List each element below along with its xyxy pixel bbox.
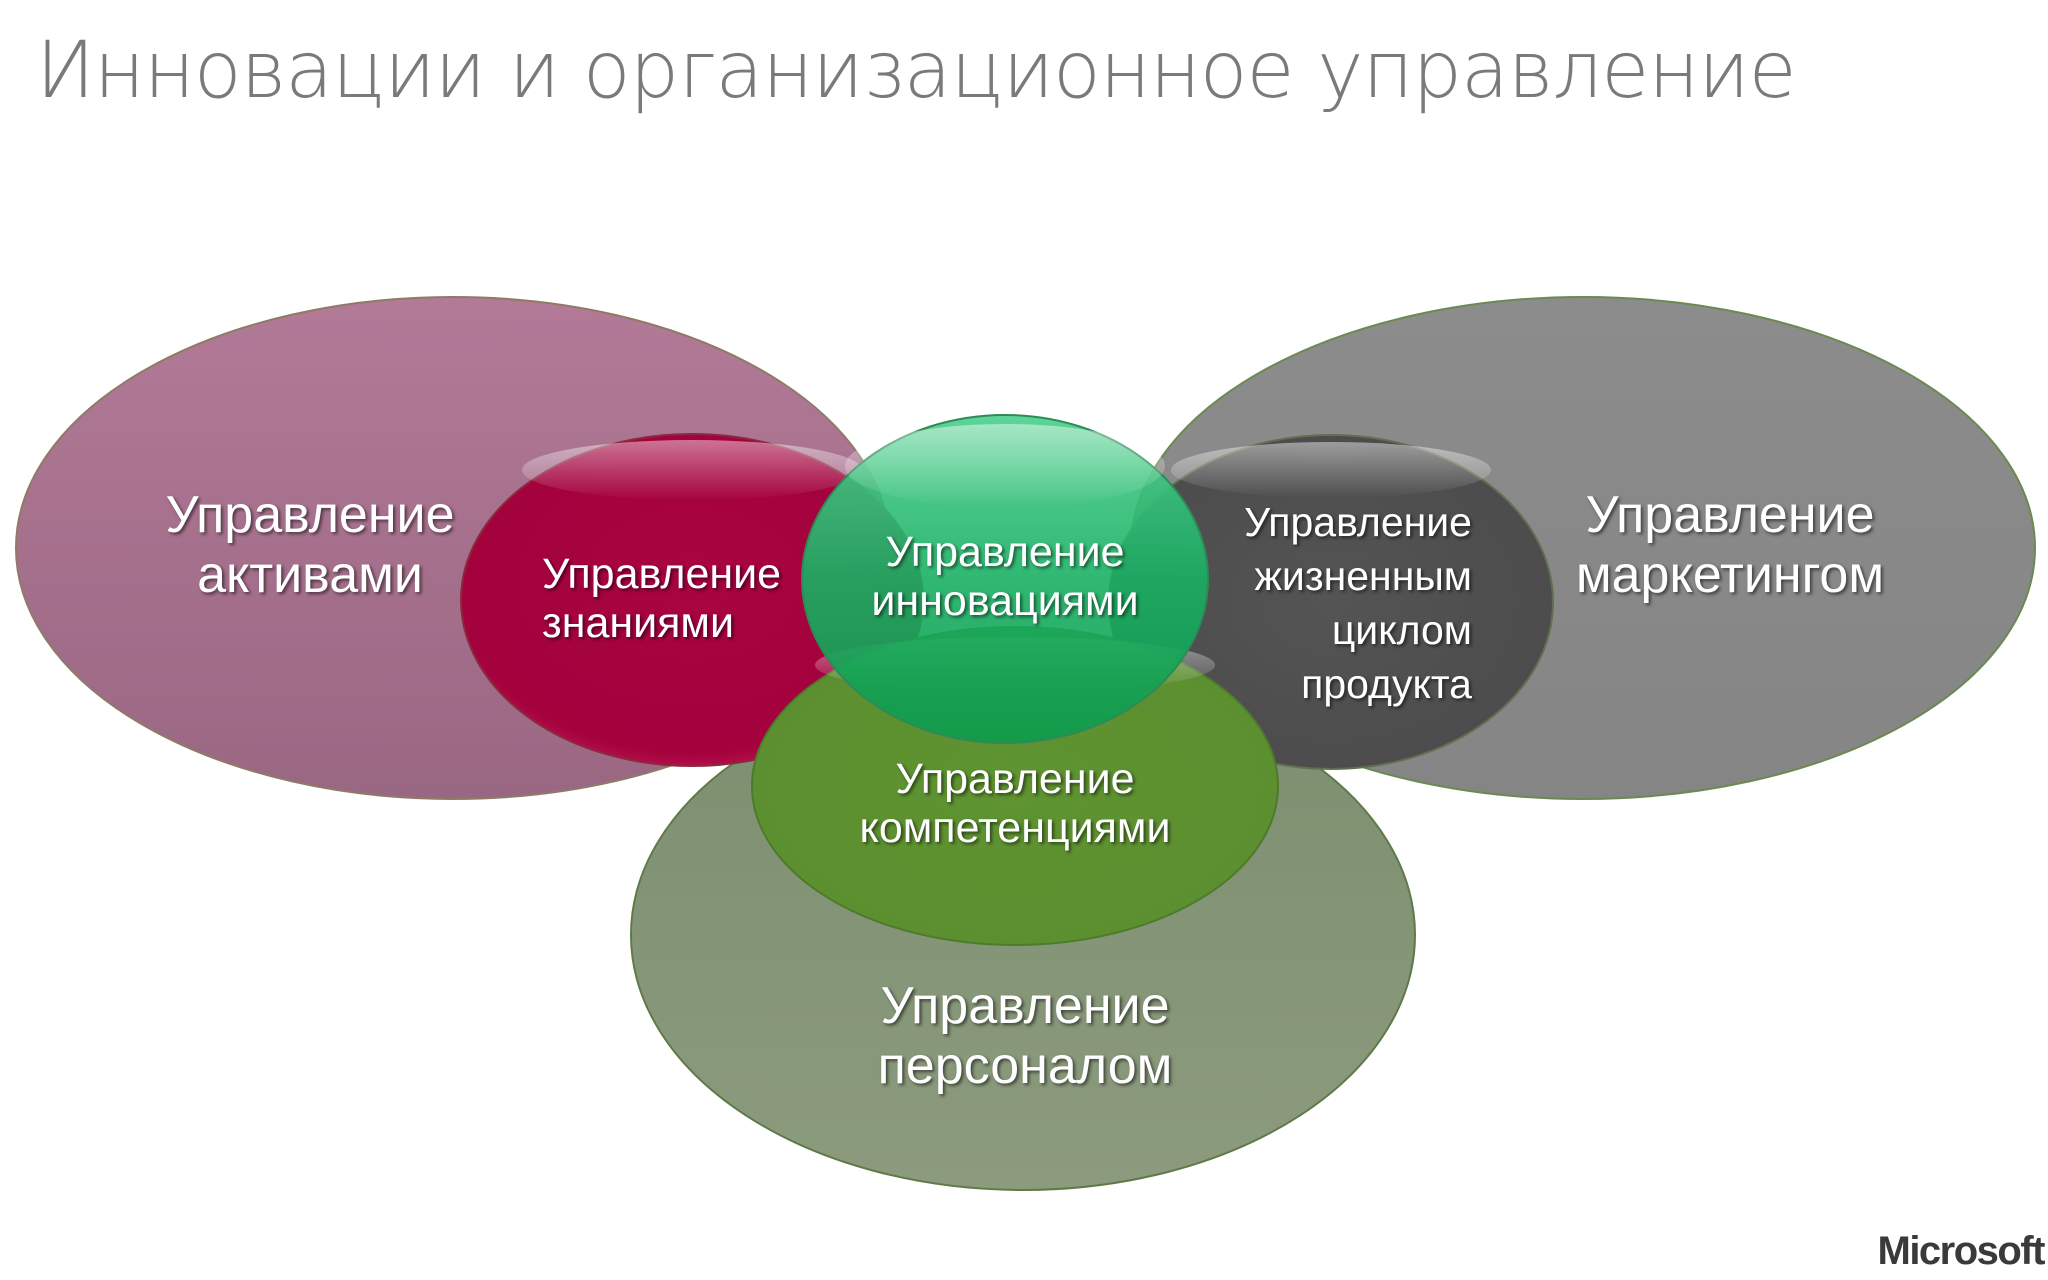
innovation-gloss-icon xyxy=(845,424,1165,508)
innovation-label-line2: инновациями xyxy=(871,577,1139,626)
marketing-label-line1: Управление xyxy=(1585,486,1875,544)
personnel-label-line1: Управление xyxy=(880,977,1170,1035)
assets-label-line1: Управление xyxy=(165,486,455,544)
microsoft-logo: Microsoft xyxy=(1877,1229,2046,1273)
slide-title: Инновации и организационное управление xyxy=(36,26,1797,116)
knowledge-label: Управление знаниями xyxy=(542,550,812,649)
knowledge-gloss-icon xyxy=(522,440,862,500)
lifecycle-gloss-icon xyxy=(1171,442,1491,498)
knowledge-label-line1: Управление xyxy=(542,550,782,598)
competence-label-line2: компетенциями xyxy=(859,804,1171,853)
assets-label: Управление активами xyxy=(150,486,470,606)
lifecycle-label-line1: Управление xyxy=(1244,499,1472,545)
competence-label-line1: Управление xyxy=(895,755,1135,803)
personnel-label-line2: персоналом xyxy=(877,1036,1173,1095)
innovation-label: Управление инновациями xyxy=(855,528,1155,627)
knowledge-label-line2: знаниями xyxy=(542,599,735,648)
lifecycle-label-line3: циклом xyxy=(1331,607,1472,654)
assets-label-line2: активами xyxy=(197,545,423,604)
lifecycle-label-line2: жизненным xyxy=(1254,553,1472,600)
lifecycle-label: Управление жизненным циклом продукта xyxy=(1172,495,1472,711)
personnel-label: Управление персоналом xyxy=(855,977,1195,1097)
lifecycle-label-line4: продукта xyxy=(1301,661,1472,708)
competence-label: Управление компетенциями xyxy=(835,755,1195,854)
innovation-label-line1: Управление xyxy=(885,528,1125,576)
marketing-label-line2: маркетингом xyxy=(1575,545,1885,604)
marketing-label: Управление маркетингом xyxy=(1550,486,1910,606)
